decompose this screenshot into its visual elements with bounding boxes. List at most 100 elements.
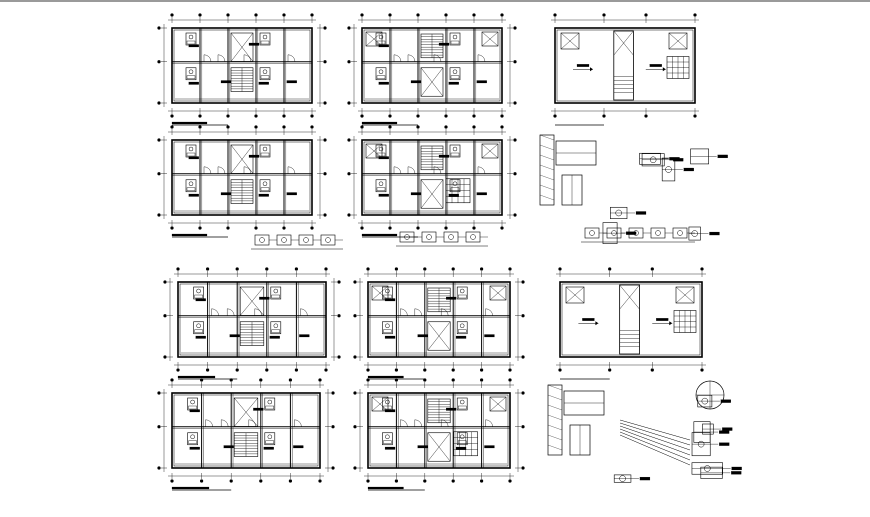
fixture-circle (281, 237, 287, 243)
washbasin (376, 187, 386, 191)
axis-bubble (310, 13, 314, 17)
door-swing (485, 419, 493, 427)
toilet (459, 434, 465, 439)
door-swing (400, 419, 408, 427)
light-well (365, 31, 383, 47)
room-tag (484, 445, 495, 449)
fixture-circle (325, 237, 331, 243)
toilet (267, 434, 273, 439)
axis-bubble (366, 267, 370, 271)
axis-bubble (508, 378, 512, 382)
door-swing (287, 54, 296, 62)
axis-bubble (521, 355, 525, 359)
axis-bubble (500, 13, 504, 17)
room-tag (253, 407, 264, 411)
bathroom (270, 286, 282, 300)
light-well (565, 286, 585, 304)
axis-bubble (254, 125, 258, 129)
bathroom (375, 67, 387, 81)
shaft-cross (230, 32, 254, 62)
axis-bubble (700, 267, 704, 271)
detail-cluster-5 (539, 134, 728, 244)
perspective-detail (619, 380, 725, 466)
axis-bubble (650, 267, 654, 271)
section-hatch (539, 164, 555, 171)
axis-bubble (170, 13, 174, 17)
axis-bubble (480, 368, 484, 372)
room-tag (378, 81, 389, 85)
axis-bubble (235, 267, 239, 271)
section-hatch (547, 384, 563, 391)
pipe-symbol (701, 397, 709, 405)
axis-bubble (323, 213, 327, 217)
fixture-circle (611, 230, 617, 236)
bathroom (193, 321, 204, 335)
axis-bubble (394, 479, 398, 483)
section-hatch (539, 154, 555, 161)
washbasin (260, 187, 270, 191)
caption-bar (361, 121, 398, 125)
toilet (459, 323, 465, 328)
section-hatch (539, 134, 555, 141)
parapet-inner (561, 283, 701, 356)
fixture-strip-a (251, 234, 343, 250)
axis-bubble (513, 60, 517, 64)
room-tag (229, 334, 240, 338)
pipe-symbol (665, 166, 672, 173)
room-tag (455, 446, 467, 450)
axis-bubble (331, 425, 335, 429)
axis-bubble (200, 479, 204, 483)
light-well (489, 285, 507, 301)
washbasin (458, 329, 467, 333)
detail-tag (731, 466, 742, 471)
fixture-circle (404, 234, 410, 240)
axis-bubble (226, 226, 230, 230)
pipe-symbol (691, 230, 698, 237)
axis-bubble (444, 114, 448, 118)
axis-bubble (444, 125, 448, 129)
floor-plan-4 (347, 125, 517, 238)
light-well (481, 143, 499, 159)
door-swing (243, 166, 252, 174)
light-well-cross (481, 143, 499, 159)
axis-bubble (323, 26, 327, 30)
axis-bubble (323, 172, 327, 176)
room-tag (476, 80, 487, 84)
bathroom (449, 32, 461, 46)
light-well-cross (565, 286, 585, 304)
toilet (378, 181, 384, 186)
axis-bubble (200, 378, 204, 382)
axis-bubble (176, 267, 180, 271)
perspective-line (619, 428, 691, 456)
detail-tag (683, 167, 694, 172)
axis-bubble (157, 466, 161, 470)
axis-bubble (693, 114, 697, 118)
room-tag (258, 193, 269, 197)
room-tag (195, 335, 206, 339)
detail-tag (709, 231, 720, 236)
axis-bubble (170, 114, 174, 118)
room-tag (384, 409, 396, 413)
detail-tag (719, 430, 730, 434)
room-tag (378, 44, 389, 48)
axis-bubble (513, 138, 517, 142)
door-swing (217, 166, 226, 174)
toilet (378, 69, 384, 74)
axis-bubble (521, 466, 525, 470)
pipe-symbol (697, 440, 705, 448)
axis-bubble (282, 114, 286, 118)
floor-plan-0 (157, 13, 327, 126)
room-tag (248, 42, 260, 46)
axis-bubble (337, 355, 341, 359)
bathroom (456, 286, 468, 300)
axis-bubble (259, 378, 263, 382)
axis-bubble (259, 479, 263, 483)
axis-bubble (157, 172, 161, 176)
caption-bar (177, 375, 216, 379)
room-tag (384, 446, 396, 450)
parapet-inner (556, 29, 694, 102)
shaft-cross (230, 144, 254, 174)
light-well (560, 32, 580, 50)
outer-wall (367, 392, 511, 469)
axis-bubble (170, 479, 174, 483)
